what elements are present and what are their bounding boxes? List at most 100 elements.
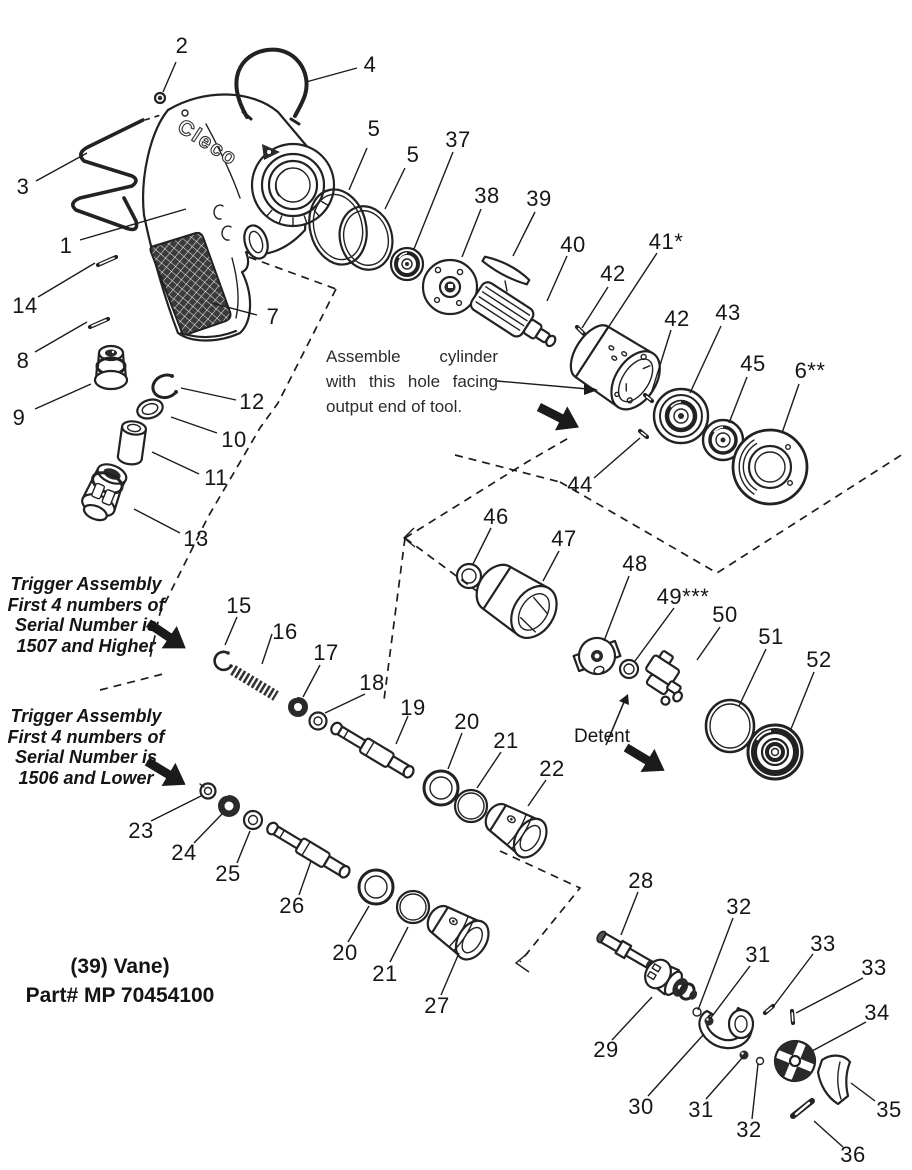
part-7-grip-pad <box>149 231 232 336</box>
part-label-2: 2 <box>175 33 189 58</box>
part-14-pin <box>95 254 119 268</box>
part-12-retaining-ring <box>151 373 178 400</box>
part-label-3: 3 <box>16 174 30 199</box>
part-32-ball <box>755 1056 765 1066</box>
part-46-o-ring <box>455 562 483 590</box>
part-16-spring <box>230 665 279 701</box>
part-label-20: 20 <box>332 940 358 965</box>
part-1-housing <box>142 93 336 342</box>
part-label-24: 24 <box>171 840 197 865</box>
part-label-23: 23 <box>128 818 154 843</box>
part-41-cylinder <box>569 324 661 411</box>
part-22-piston <box>484 802 548 859</box>
part-label-31: 31 <box>688 1097 714 1122</box>
part-51-o-ring <box>704 698 756 754</box>
part-label-8: 8 <box>16 348 30 373</box>
part-label-44: 44 <box>567 472 593 497</box>
part-33-pin <box>789 1008 796 1026</box>
trigger-note-1507: Trigger Assembly First 4 numbers of Seri… <box>2 574 170 656</box>
part-label-40: 40 <box>560 232 586 257</box>
part-9-inlet-bushing <box>93 344 129 391</box>
trigger-note-line: 1506 and Lower <box>18 767 154 788</box>
part-23-washer <box>199 782 217 800</box>
part-44-pin <box>637 428 650 440</box>
trigger-note-line: First 4 numbers of <box>7 726 165 747</box>
part-label-27: 27 <box>424 993 450 1018</box>
part-35-trigger <box>816 1054 852 1106</box>
direction-arrow-icon <box>536 403 579 431</box>
part-label-39: 39 <box>526 186 552 211</box>
part-label-16: 16 <box>272 619 298 644</box>
part-24-bumper <box>218 794 240 817</box>
trigger-note-line: Serial Number is <box>14 747 158 767</box>
part-label-29: 29 <box>593 1037 619 1062</box>
part-31-ball <box>739 1050 749 1060</box>
part-2-set-screw <box>153 91 167 105</box>
part-label-51: 51 <box>758 624 784 649</box>
part-label-5: 5 <box>367 116 381 141</box>
part-4-suspension-bail <box>234 47 309 126</box>
leader-lines <box>34 61 876 1148</box>
part-label-30: 30 <box>628 1094 654 1119</box>
thread-hatching <box>266 200 329 226</box>
part-label-18: 18 <box>359 670 385 695</box>
direction-arrow-icon <box>145 619 186 649</box>
part-label-41*: 41* <box>648 229 684 254</box>
detent-label: Detent <box>574 726 630 747</box>
part-37-bearing <box>389 246 425 282</box>
part-11-sleeve <box>116 420 148 466</box>
part-label-7: 7 <box>266 304 280 329</box>
part-39-vane <box>481 255 531 292</box>
part-8-pin <box>87 316 111 330</box>
assemble-note: Assemble cylinder with this hole facing … <box>326 344 498 419</box>
part-45-bearing <box>701 418 745 462</box>
part-label-20: 20 <box>454 709 480 734</box>
part-34-cam-disc <box>773 1039 817 1083</box>
trigger-note-line: First 4 numbers of <box>7 594 165 615</box>
vane-note-line: (39) Vane) <box>70 955 170 978</box>
direction-arrow-icon <box>623 743 665 773</box>
part-13-muffler <box>81 463 128 522</box>
part-15-retaining-clip <box>213 650 233 672</box>
part-26-valve-stem <box>266 821 351 879</box>
part-label-45: 45 <box>740 351 766 376</box>
part-label-5: 5 <box>406 142 420 167</box>
trigger-note-1506: Trigger Assembly First 4 numbers of Seri… <box>2 706 170 788</box>
part-label-21: 21 <box>493 728 519 753</box>
part-49-washer <box>618 658 640 680</box>
part-label-4: 4 <box>363 52 377 77</box>
part-33-pin <box>762 1003 776 1016</box>
part-label-47: 47 <box>551 526 577 551</box>
part-10-o-ring <box>136 398 164 420</box>
part-label-46: 46 <box>483 504 509 529</box>
part-21-o-ring <box>453 788 489 824</box>
assemble-note-line: Assemble cylinder <box>326 347 498 366</box>
part-17-bumper <box>288 696 308 717</box>
part-38-end-plate <box>421 258 479 316</box>
part-label-52: 52 <box>806 647 832 672</box>
trigger-note-line: Trigger Assembly <box>10 574 162 594</box>
part-42-pin <box>642 392 655 404</box>
part-label-1: 1 <box>59 233 73 258</box>
part-label-33: 33 <box>861 955 887 980</box>
part-label-6**: 6** <box>794 358 826 383</box>
part-6-nose-clamp-nut <box>731 428 809 506</box>
part-label-21: 21 <box>372 961 398 986</box>
part-25-washer <box>242 809 264 831</box>
part-47-sleeve <box>475 563 558 639</box>
part-40-rotor <box>469 281 557 348</box>
part-label-42: 42 <box>664 306 690 331</box>
part-29-throttle-valve <box>644 958 698 1001</box>
part-label-50: 50 <box>712 602 738 627</box>
direction-arrow-icon <box>144 757 186 787</box>
part-label-9: 9 <box>12 405 26 430</box>
assemble-note-line: output end of tool. <box>326 397 463 416</box>
part-label-37: 37 <box>445 127 471 152</box>
part-label-36: 36 <box>840 1142 866 1167</box>
part-label-17: 17 <box>313 640 339 665</box>
detent-arrow-icon <box>605 694 629 746</box>
vane-part-note: (39) Vane) Part# MP 70454100 <box>6 952 234 1010</box>
part-18-washer <box>308 711 328 731</box>
part-label-10: 10 <box>221 427 247 452</box>
